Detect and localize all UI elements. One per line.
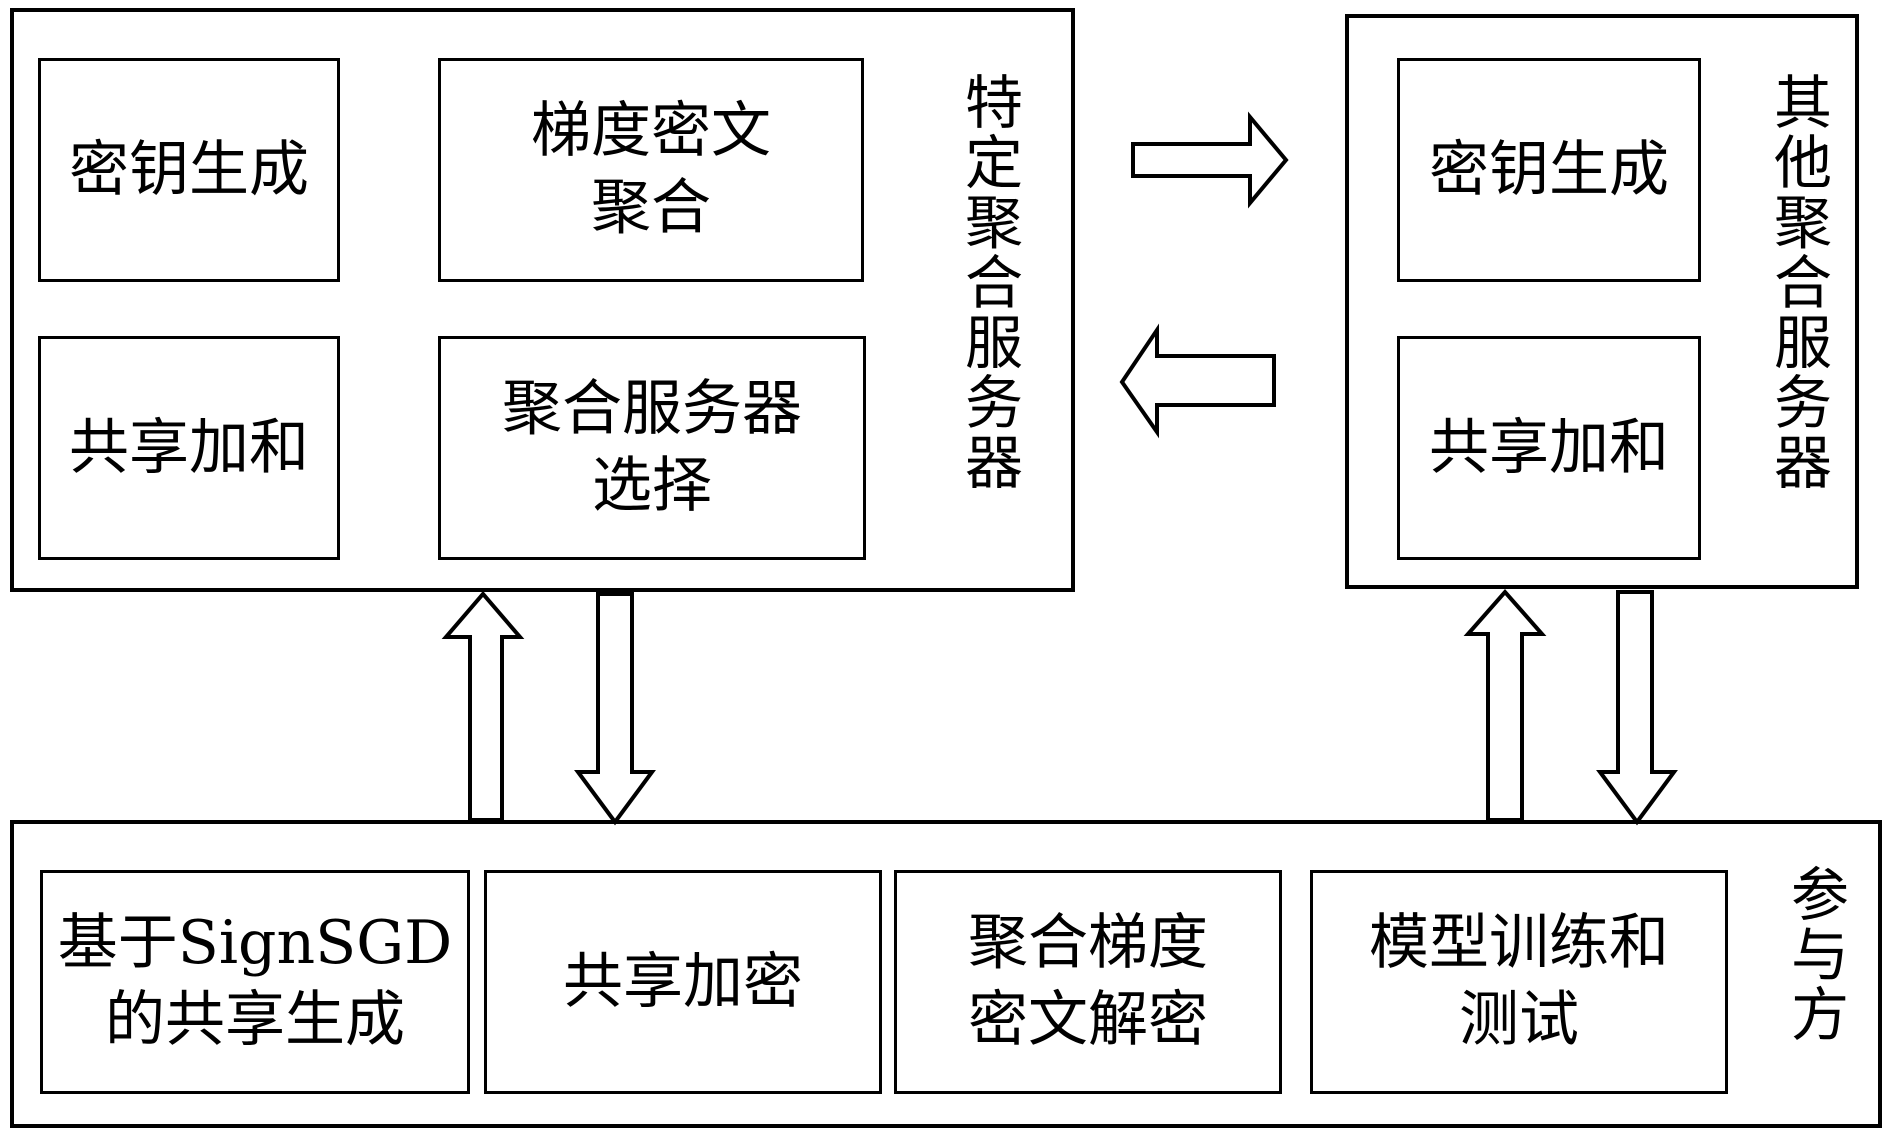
arrow-up-to-specific-server bbox=[441, 590, 525, 822]
gradient-ciphertext-aggregation-label: 梯度密文 聚合 bbox=[531, 96, 771, 243]
model-training-testing-module: 模型训练和 测试 bbox=[1310, 870, 1728, 1094]
model-training-testing-label: 模型训练和 测试 bbox=[1369, 908, 1669, 1055]
aggregated-gradient-decryption-label: 聚合梯度 密文解密 bbox=[968, 908, 1208, 1055]
signsgd-share-generation-module: 基于SignSGD 的共享生成 bbox=[40, 870, 470, 1094]
arrow-down-to-participants-left bbox=[574, 592, 656, 826]
key-generation-label: 密钥生成 bbox=[69, 134, 309, 205]
participants-box: 基于SignSGD 的共享生成 共享加密 聚合梯度 密文解密 模型训练和 测试 … bbox=[10, 820, 1882, 1128]
share-sum-label: 共享加和 bbox=[69, 412, 309, 483]
other-key-generation-label: 密钥生成 bbox=[1429, 134, 1669, 205]
specific-aggregation-server-label: 特定聚合服务器 bbox=[955, 72, 1023, 492]
share-encryption-module: 共享加密 bbox=[484, 870, 882, 1094]
other-aggregation-servers-label: 其他聚合服务器 bbox=[1764, 72, 1832, 492]
arrow-left-to-specific-server bbox=[1119, 323, 1276, 439]
server-selection-label: 聚合服务器 选择 bbox=[502, 374, 802, 521]
other-key-generation-module: 密钥生成 bbox=[1397, 58, 1701, 282]
other-share-sum-label: 共享加和 bbox=[1429, 412, 1669, 483]
aggregated-gradient-decryption-module: 聚合梯度 密文解密 bbox=[894, 870, 1282, 1094]
other-aggregation-servers-box: 密钥生成 共享加和 其他聚合服务器 bbox=[1345, 14, 1859, 589]
other-share-sum-module: 共享加和 bbox=[1397, 336, 1701, 560]
arrow-down-to-participants-right bbox=[1596, 590, 1678, 826]
share-encryption-label: 共享加密 bbox=[563, 946, 803, 1017]
participants-label: 参与方 bbox=[1781, 864, 1849, 1044]
arrow-right-to-other-servers bbox=[1131, 111, 1289, 209]
arrow-up-to-other-servers bbox=[1463, 588, 1547, 822]
specific-aggregation-server-box: 密钥生成 梯度密文 聚合 共享加和 聚合服务器 选择 特定聚合服务器 bbox=[10, 8, 1075, 592]
gradient-ciphertext-aggregation-module: 梯度密文 聚合 bbox=[438, 58, 864, 282]
key-generation-module: 密钥生成 bbox=[38, 58, 340, 282]
share-sum-module: 共享加和 bbox=[38, 336, 340, 560]
server-selection-module: 聚合服务器 选择 bbox=[438, 336, 866, 560]
signsgd-share-generation-label: 基于SignSGD 的共享生成 bbox=[57, 908, 453, 1055]
